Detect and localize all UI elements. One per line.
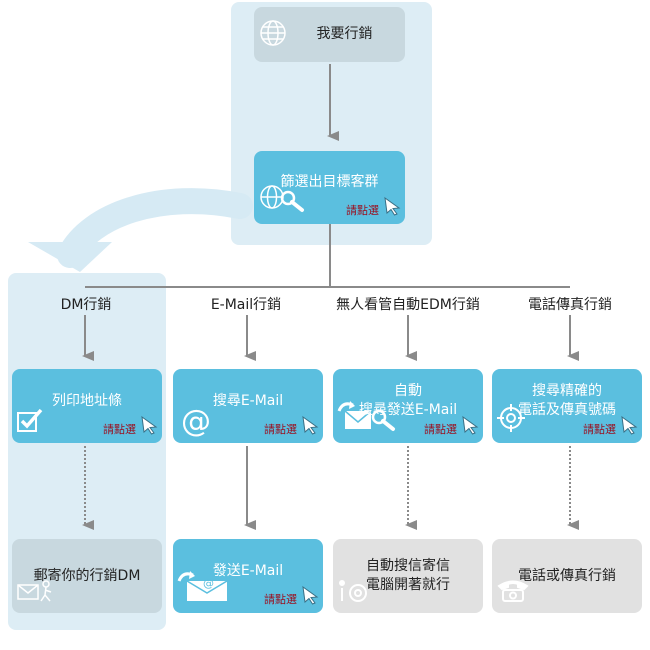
filter-click-hint: 請點選 [346, 204, 379, 217]
telephone-icon [496, 577, 530, 609]
heading-phone-fax: 電話傳真行銷 [528, 297, 612, 313]
phone-fax-marketing-box: 電話或傳真行銷 [492, 539, 642, 613]
globe-icon [258, 18, 288, 54]
search-phone-fax-label: 搜尋精確的 電話及傳真號碼 [518, 383, 616, 418]
auto-click-hint: 請點選 [424, 423, 457, 436]
cursor-icon [382, 196, 402, 222]
cursor-icon [300, 585, 320, 611]
heading-dm: DM行銷 [60, 297, 112, 313]
auto-search-send-email-button[interactable]: 自動 搜尋發送E-Mail 請點選 [333, 369, 483, 443]
search-phone-fax-button[interactable]: 搜尋精確的 電話及傳真號碼 請點選 [492, 369, 642, 443]
auto-send-box: 自動搜信寄信 電腦開著就行 [333, 539, 483, 613]
start-box: 我要行銷 [254, 7, 405, 62]
auto-search-send-label: 自動 搜尋發送E-Mail [358, 383, 458, 418]
globe-search-icon [258, 180, 306, 220]
phone-fax-marketing-label: 電話或傳真行銷 [518, 567, 616, 584]
heading-auto-edm: 無人看管自動EDM行銷 [336, 297, 480, 313]
curved-arrow-head [28, 242, 112, 272]
send-click-hint: 請點選 [264, 593, 297, 606]
filter-target-button[interactable]: 篩選出目標客群 請點選 [254, 151, 405, 224]
cursor-icon [300, 415, 320, 441]
mail-dm-label: 郵寄你的行銷DM [33, 567, 141, 584]
checkmark-icon [16, 407, 44, 439]
mail-dm-box: 郵寄你的行銷DM [12, 539, 162, 613]
svg-text:@: @ [203, 577, 214, 590]
print-address-labels-button[interactable]: 列印地址條 請點選 [12, 369, 162, 443]
email-click-hint: 請點選 [264, 423, 297, 436]
curved-arrow [57, 188, 253, 268]
search-email-label: 搜尋E-Mail [212, 392, 284, 409]
cursor-icon [139, 415, 159, 441]
cursor-icon [460, 415, 480, 441]
envelope-walk-icon [16, 579, 56, 609]
send-email-button[interactable]: @ 發送E-Mail 請點選 [173, 539, 323, 613]
cursor-icon [619, 415, 639, 441]
envelope-search-icon [337, 399, 397, 439]
send-email-label: 發送E-Mail [212, 562, 284, 579]
phone-click-hint: 請點選 [583, 423, 616, 436]
at-icon: @ [181, 404, 211, 439]
filter-label: 篩選出目標客群 [280, 174, 379, 190]
start-label: 我要行銷 [316, 26, 373, 42]
auto-send-label: 自動搜信寄信 電腦開著就行 [366, 558, 450, 593]
envelope-send-icon: @ [177, 567, 229, 609]
target-icon [496, 403, 526, 439]
search-email-button[interactable]: @ 搜尋E-Mail 請點選 [173, 369, 323, 443]
heading-email: E-Mail行銷 [210, 297, 282, 313]
print-address-labels-label: 列印地址條 [52, 392, 122, 409]
info-icon [337, 577, 371, 609]
dm-click-hint: 請點選 [103, 423, 136, 436]
